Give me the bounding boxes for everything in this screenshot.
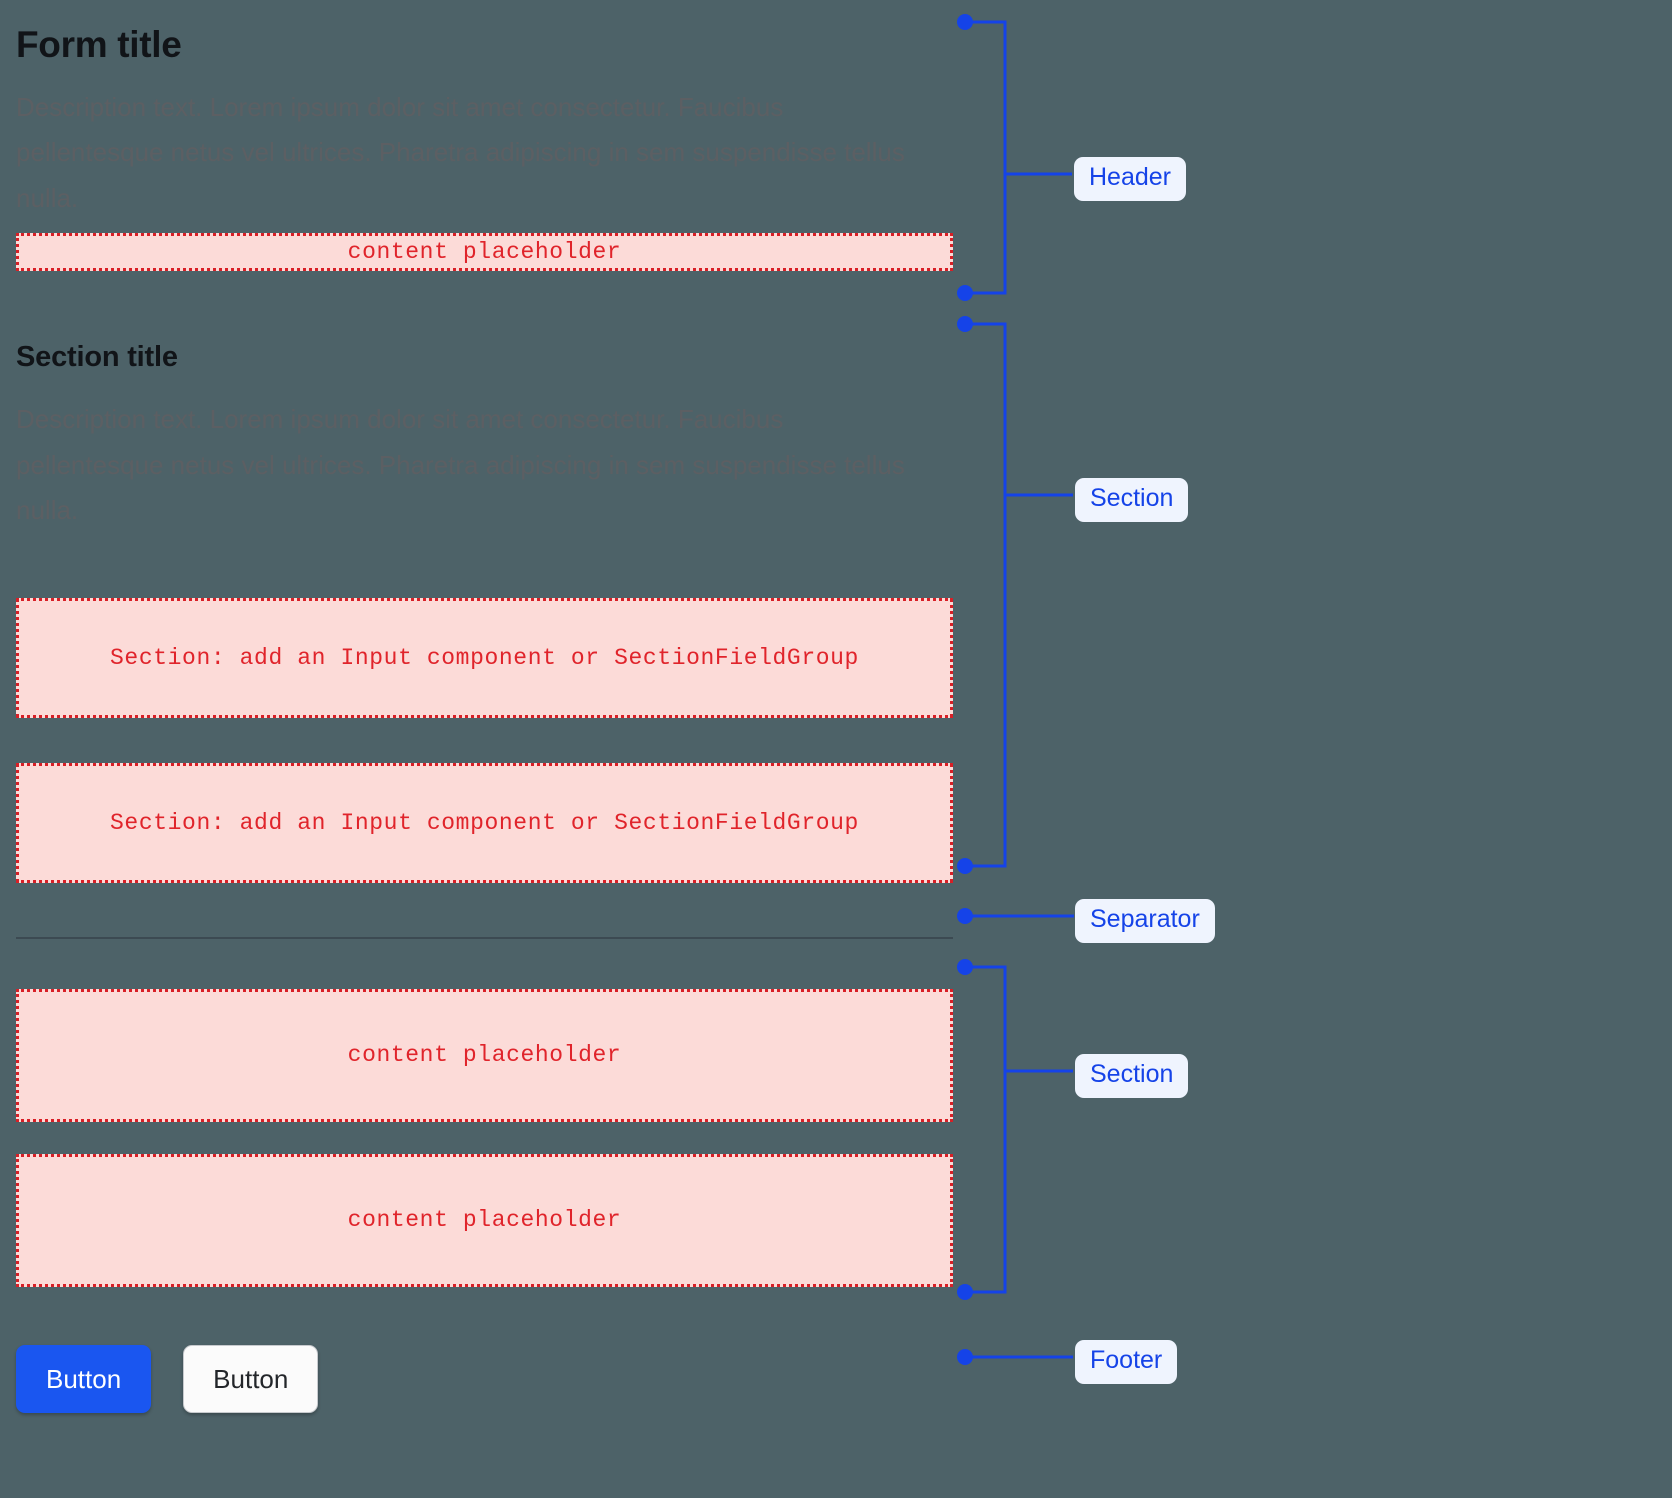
placeholder-label: Section: add an Input component or Secti…: [110, 809, 859, 836]
section-title: Section title: [16, 341, 178, 374]
annotation-anchor-dots: [957, 14, 973, 1365]
separator: [16, 936, 953, 939]
annotation-chip-section-one[interactable]: Section: [1075, 478, 1189, 522]
annotation-chip-header[interactable]: Header: [1074, 157, 1186, 201]
header-bracket-path: [965, 20, 1007, 295]
section-field-placeholder-2: Section: add an Input component or Secti…: [16, 762, 953, 883]
placeholder-label: content placeholder: [347, 239, 622, 266]
page-title: Form title: [16, 24, 182, 65]
form-footer: Button Button: [16, 1344, 953, 1413]
placeholder-label: Section: add an Input component or Secti…: [110, 644, 859, 671]
header-content-placeholder: content placeholder: [16, 233, 953, 272]
annotation-chip-section-two[interactable]: Section: [1075, 1054, 1189, 1098]
secondary-button[interactable]: Button: [183, 1344, 319, 1413]
section-field-placeholder-1: Section: add an Input component or Secti…: [16, 597, 953, 718]
section-one-bracket-path: [965, 322, 1007, 868]
annotation-chip-footer[interactable]: Footer: [1075, 1340, 1178, 1384]
section-one: Section title Description text. Lorem ip…: [16, 341, 953, 883]
form-header: Form title Description text. Lorem ipsum…: [16, 0, 953, 272]
annotation-chip-separator[interactable]: Separator: [1075, 899, 1215, 943]
section-two-content-placeholder-1: content placeholder: [16, 988, 953, 1122]
header-description: Description text. Lorem ipsum dolor sit …: [16, 91, 905, 213]
section-two-content-placeholder-2: content placeholder: [16, 1153, 953, 1287]
placeholder-label: content placeholder: [347, 1042, 622, 1069]
placeholder-label: content placeholder: [347, 1207, 622, 1234]
section-two-bracket-path: [965, 965, 1007, 1294]
primary-button[interactable]: Button: [16, 1344, 152, 1413]
form-container: Form title Description text. Lorem ipsum…: [16, 0, 953, 1498]
section-description: Description text. Lorem ipsum dolor sit …: [16, 404, 905, 526]
section-two: content placeholder content placeholder: [16, 988, 953, 1287]
